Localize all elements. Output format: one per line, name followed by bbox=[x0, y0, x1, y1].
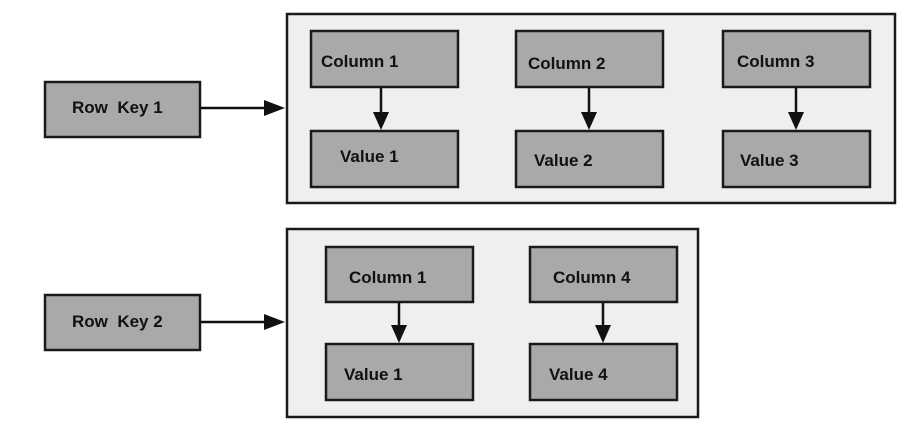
column-label: Column 3 bbox=[737, 52, 814, 71]
column-box bbox=[309, 29, 460, 89]
row-2: Row Key 2 Column 1 Value 1 Column 4 Valu… bbox=[43, 227, 700, 419]
value-label: Value 4 bbox=[549, 365, 608, 384]
value-box bbox=[721, 129, 872, 189]
column-label: Column 4 bbox=[553, 268, 631, 287]
column-label: Column 2 bbox=[528, 54, 605, 73]
row-1-cell-1: Column 1 Value 1 bbox=[309, 29, 460, 189]
row-key-box bbox=[43, 80, 202, 139]
column-label: Column 1 bbox=[349, 268, 426, 287]
row-2-key-arrow bbox=[201, 314, 285, 330]
arrow-head bbox=[581, 112, 597, 130]
value-box bbox=[514, 129, 665, 189]
value-label: Value 2 bbox=[534, 151, 593, 170]
row-1: Row Key 1 Column 1 Value 1 Column 2 Valu… bbox=[43, 12, 897, 205]
row-2-cell-1: Column 1 Value 1 bbox=[324, 245, 475, 402]
value-label: Value 1 bbox=[344, 365, 403, 384]
row-1-cell-3: Column 3 Value 3 bbox=[721, 29, 872, 189]
arrow-head bbox=[595, 325, 611, 343]
row-1-cell-2: Column 2 Value 2 bbox=[514, 29, 665, 189]
arrow-head bbox=[788, 112, 804, 130]
arrow-head bbox=[373, 112, 389, 130]
row-key-label: Row Key 1 bbox=[72, 98, 163, 117]
arrow-head bbox=[264, 314, 285, 330]
value-label: Value 1 bbox=[340, 147, 399, 166]
value-box bbox=[309, 129, 460, 189]
column-box bbox=[514, 29, 665, 89]
column-box bbox=[721, 29, 872, 89]
row-2-cell-2: Column 4 Value 4 bbox=[528, 245, 679, 402]
value-box bbox=[528, 342, 679, 402]
arrow-head bbox=[391, 325, 407, 343]
column-box bbox=[324, 245, 475, 304]
row-key-label: Row Key 2 bbox=[72, 312, 163, 331]
row-key-box bbox=[43, 293, 202, 352]
row-1-key: Row Key 1 bbox=[43, 80, 202, 139]
row-2-key: Row Key 2 bbox=[43, 293, 202, 352]
column-box bbox=[528, 245, 679, 304]
value-box bbox=[324, 342, 475, 402]
arrow-head bbox=[264, 100, 285, 116]
value-label: Value 3 bbox=[740, 151, 799, 170]
row-1-key-arrow bbox=[201, 100, 285, 116]
column-label: Column 1 bbox=[321, 52, 398, 71]
